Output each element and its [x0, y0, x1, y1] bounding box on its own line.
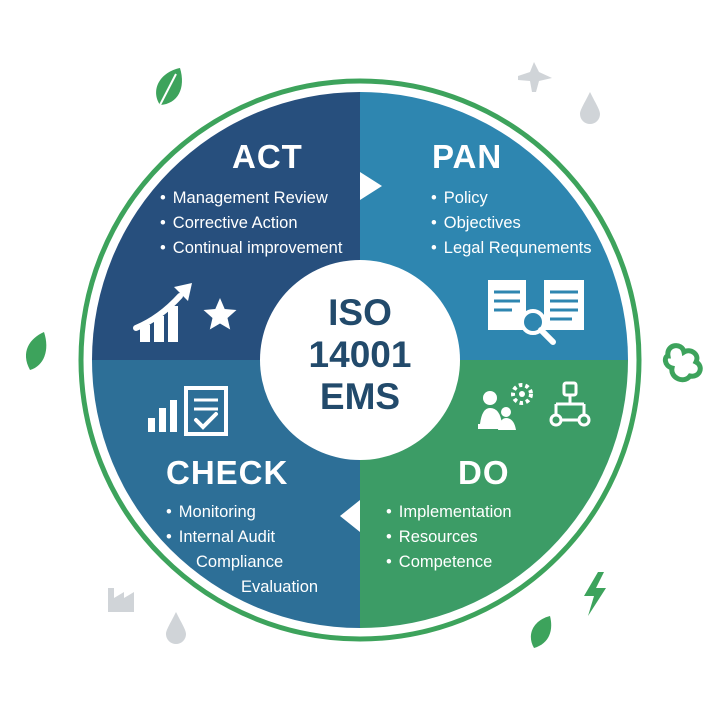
- team-gear-flowchart-icon: [478, 381, 591, 430]
- plan-title: PAN: [432, 138, 503, 175]
- center-line-3: EMS: [319, 376, 401, 417]
- center-line-2: 14001: [308, 334, 412, 375]
- center-disc: [260, 260, 460, 460]
- growth-chart-star-icon: [133, 283, 237, 342]
- check-title: CHECK: [166, 454, 289, 491]
- leaf-icon: [25, 332, 47, 370]
- check-item: Evaluation: [241, 578, 319, 596]
- center-title: ISO 14001 EMS: [270, 292, 450, 418]
- documents-magnifier-icon: [488, 280, 584, 345]
- plan-list: Policy Objectives Legal Requnements: [431, 186, 592, 261]
- check-list: Monitoring Internal Audit Compliance Eva…: [166, 500, 318, 600]
- act-item: Continual improvement: [160, 236, 343, 261]
- act-title: ACT: [232, 138, 303, 175]
- do-item: Resources: [386, 525, 512, 550]
- water-drop-icon: [166, 612, 186, 644]
- plan-item: Objectives: [431, 211, 591, 236]
- check-item: Internal Audit: [166, 525, 318, 550]
- plan-item: Policy: [431, 186, 591, 211]
- do-list: Implementation Resources Competence: [386, 500, 512, 575]
- leaf-icon: [530, 616, 552, 648]
- plan-item: Legal Requnements: [431, 236, 592, 261]
- leaf-icon: [156, 68, 182, 106]
- check-item: Monitoring: [166, 500, 318, 525]
- do-item: Implementation: [386, 500, 512, 525]
- water-drop-icon: [580, 92, 600, 124]
- act-item: Corrective Action: [160, 211, 342, 236]
- chart-checklist-icon: [148, 386, 228, 436]
- airplane-icon: [518, 62, 552, 92]
- act-item: Management Review: [160, 186, 342, 211]
- act-list: Management Review Corrective Action Cont…: [160, 186, 343, 261]
- do-title: DO: [458, 454, 510, 491]
- outer-ring: [78, 78, 642, 642]
- recycle-icon: [662, 343, 703, 383]
- factory-icon: [108, 588, 134, 612]
- center-line-1: ISO: [328, 292, 392, 333]
- check-item: Compliance: [196, 553, 284, 571]
- do-item: Competence: [386, 550, 512, 575]
- lightning-icon: [584, 572, 606, 616]
